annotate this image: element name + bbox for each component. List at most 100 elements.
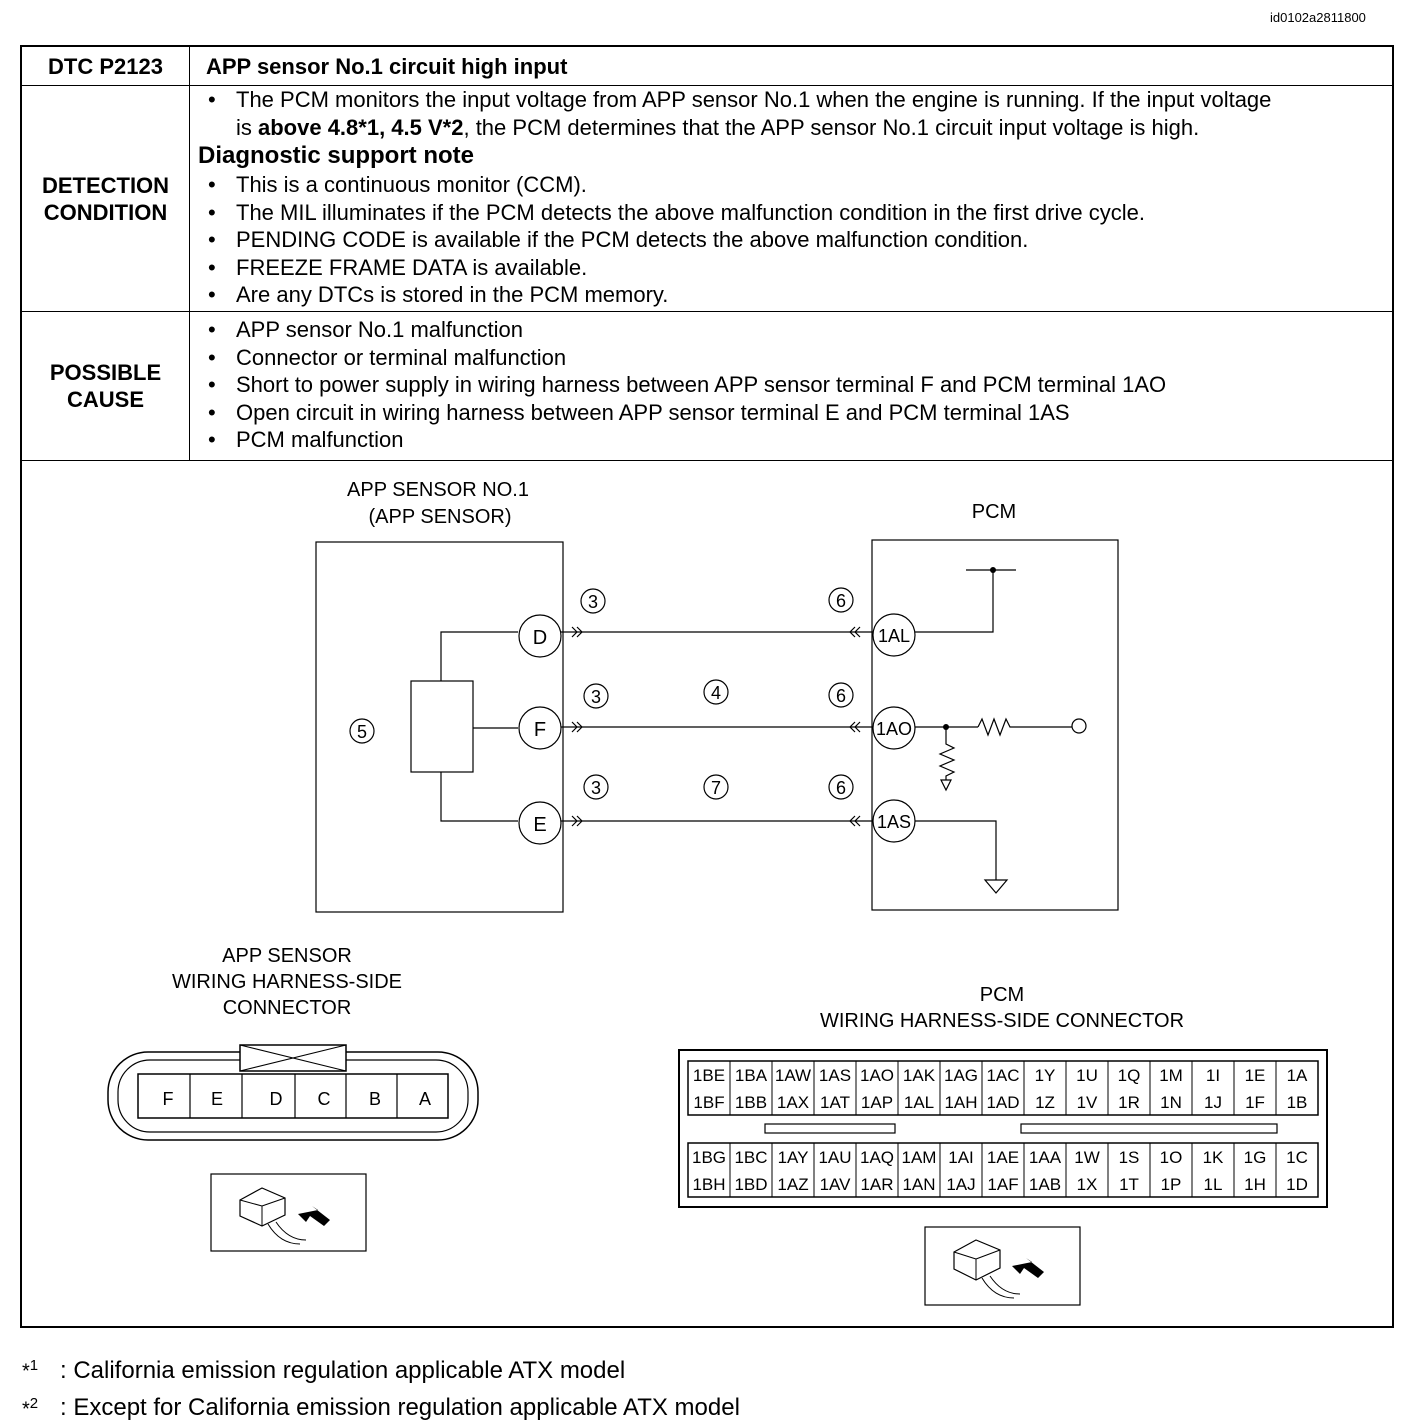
- pulldown-resistor-icon: [938, 727, 956, 780]
- support-note-item: Are any DTCs is stored in the PCM memory…: [198, 281, 1384, 309]
- pcm-pin: 1AD: [986, 1093, 1019, 1112]
- pcm-pin: 1AZ: [777, 1175, 808, 1194]
- ground-icon: [940, 779, 952, 792]
- connector-view-icon: [924, 1226, 1081, 1306]
- app-pin: D: [270, 1089, 283, 1109]
- pcm-pin: 1K: [1203, 1148, 1224, 1167]
- support-note-item: This is a continuous monitor (CCM).: [198, 171, 1384, 199]
- detection-label: DETECTION CONDITION: [22, 86, 190, 311]
- connector-view-icon: [210, 1173, 367, 1252]
- pcm-pin: 1AJ: [946, 1175, 975, 1194]
- footnote-mark: *: [22, 1360, 30, 1383]
- pcm-pin: 1AX: [777, 1093, 809, 1112]
- pcm-pin: 1A: [1287, 1066, 1308, 1085]
- support-note-item: PENDING CODE is available if the PCM det…: [198, 226, 1384, 254]
- possible-cause-label: POSSIBLE CAUSE: [22, 312, 190, 460]
- app-pin: C: [318, 1089, 331, 1109]
- pcm-pin: 1S: [1119, 1148, 1140, 1167]
- sensor-wire-d: [440, 631, 518, 681]
- pcm-input-terminal: [1071, 718, 1087, 734]
- pcm-pin: 1BB: [735, 1093, 767, 1112]
- callout-5: [349, 718, 375, 744]
- dtc-code-label: DTC P2123: [22, 47, 190, 85]
- pcm-pin: 1AA: [1029, 1148, 1062, 1167]
- pcm-pin: 1BG: [692, 1148, 726, 1167]
- app-pin: A: [419, 1089, 431, 1109]
- pcm-pin: 1AT: [820, 1093, 850, 1112]
- possible-cause-label-line1: POSSIBLE: [49, 360, 162, 385]
- pcm-pin: 1P: [1161, 1175, 1182, 1194]
- support-note-item: FREEZE FRAME DATA is available.: [198, 254, 1384, 282]
- pcm-terminal-1al-label: 1AL: [878, 626, 910, 646]
- pcm-pin: 1W: [1074, 1148, 1100, 1167]
- pcm-pin: 1F: [1245, 1093, 1265, 1112]
- pcm-pin: 1B: [1287, 1093, 1308, 1112]
- sensor-terminal-e-label: E: [533, 814, 546, 836]
- app-connector-title-line1: APP SENSOR: [222, 945, 352, 967]
- pcm-pin: 1AH: [944, 1093, 977, 1112]
- pcm-pin: 1AI: [948, 1148, 974, 1167]
- pcm-terminal-1ao: [872, 706, 916, 750]
- app-pin: F: [163, 1089, 174, 1109]
- pcm-pin-block-bottom: [687, 1142, 1319, 1198]
- possible-cause-label-line2: CAUSE: [66, 387, 144, 412]
- sensor-terminal-f: [518, 706, 562, 750]
- pcm-1al-supply-line: [915, 570, 994, 633]
- app-sensor-connector: F E D C B A: [107, 1044, 479, 1141]
- cause-item: Connector or terminal malfunction: [198, 344, 1384, 372]
- cause-item: Open circuit in wiring harness between A…: [198, 399, 1384, 427]
- footnote-text: : California emission regulation applica…: [60, 1356, 626, 1384]
- pcm-pin: 1AO: [860, 1066, 894, 1085]
- footnote-number: 1: [29, 1357, 39, 1374]
- footnote-number: 2: [29, 1394, 39, 1412]
- pcm-pin: 1AK: [903, 1066, 936, 1085]
- callout-3: 3: [588, 592, 598, 612]
- pcm-terminal-1as-label: 1AS: [877, 812, 911, 832]
- document-id: id0102a2811800: [1270, 10, 1366, 25]
- detection-row: DETECTION CONDITION The PCM monitors the…: [22, 86, 1392, 312]
- pcm-pin: 1BA: [735, 1066, 768, 1085]
- pcm-terminal-1al: [872, 613, 916, 657]
- pcm-pin: 1R: [1118, 1093, 1140, 1112]
- detection-intro-post: , the PCM determines that the APP sensor…: [463, 114, 1200, 140]
- pcm-pin: 1AG: [944, 1066, 978, 1085]
- pcm-pin: 1M: [1159, 1066, 1183, 1085]
- pcm-pin: 1AY: [778, 1148, 809, 1167]
- sensor-terminal-d: [518, 614, 562, 658]
- pcm-terminal-1ao-label: 1AO: [876, 719, 912, 739]
- cause-item: APP sensor No.1 malfunction: [198, 316, 1384, 344]
- dtc-table: DTC P2123 APP sensor No.1 circuit high i…: [20, 45, 1394, 1328]
- callout-3: 3: [591, 687, 601, 707]
- pcm-pin: 1AR: [860, 1175, 893, 1194]
- sensor-terminal-d-label: D: [533, 627, 547, 649]
- pcm-pin: 1Y: [1035, 1066, 1056, 1085]
- app-connector-title-line3: CONNECTOR: [223, 997, 352, 1019]
- footnote: *1 : California emission regulation appl…: [22, 1350, 740, 1388]
- pcm-pin: 1G: [1244, 1148, 1267, 1167]
- callouts: 3 3 3 6 6 6 4 7: [580, 587, 854, 800]
- callout-5-label: 5: [357, 722, 367, 742]
- detection-intro-pre: is: [236, 114, 258, 140]
- pcm-pin: 1AM: [902, 1148, 937, 1167]
- pcm-pin: 1AW: [775, 1066, 811, 1085]
- pcm-pin: 1AS: [819, 1066, 851, 1085]
- resistor-icon: [977, 717, 1072, 737]
- footnote-mark: *: [22, 1398, 30, 1421]
- pcm-pin: 1AC: [986, 1066, 1019, 1085]
- app-pin: E: [211, 1089, 223, 1109]
- cause-item: PCM malfunction: [198, 426, 1384, 454]
- pcm-pin: 1L: [1204, 1175, 1223, 1194]
- callout-7: 7: [711, 778, 721, 798]
- ground-icon: [983, 879, 1009, 894]
- possible-cause-row: POSSIBLE CAUSE APP sensor No.1 malfuncti…: [22, 312, 1392, 461]
- pcm-pin: 1T: [1119, 1175, 1139, 1194]
- pcm-pin: 1AL: [904, 1093, 934, 1112]
- pcm-pin: 1BH: [692, 1175, 725, 1194]
- pcm-pin: 1N: [1160, 1093, 1182, 1112]
- sensor-wire-e: [440, 772, 518, 822]
- app-pin: B: [369, 1089, 381, 1109]
- pcm-pin: 1BE: [693, 1066, 725, 1085]
- callout-6: 6: [836, 686, 846, 706]
- detection-threshold: above 4.8*1, 4.5 V*2: [258, 114, 464, 140]
- pcm-pin: 1AF: [987, 1175, 1018, 1194]
